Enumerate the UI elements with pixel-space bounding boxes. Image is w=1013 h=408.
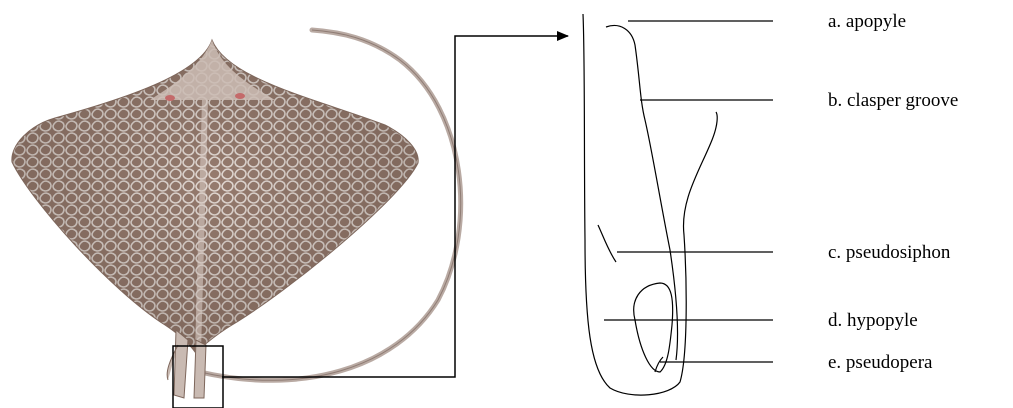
ray-eye-right [235, 93, 245, 99]
label-hypopyle: d. hypopyle [828, 310, 918, 331]
label-pseudosiphon: c. pseudosiphon [828, 242, 951, 263]
stingray-image [12, 30, 461, 408]
clasper-outline [583, 14, 717, 395]
label-clasper-groove: b. clasper groove [828, 90, 958, 111]
clasper-drawing [583, 14, 717, 395]
clasper-inner-fold [606, 26, 678, 360]
label-apopyle: a. apopyle [828, 11, 906, 32]
pseudosiphon-groove [598, 225, 616, 262]
hypopyle-loop [634, 283, 673, 372]
ray-eye-left [165, 95, 175, 101]
labels: a. apopyle b. clasper groove c. pseudosi… [828, 11, 958, 373]
leader-lines [604, 21, 773, 362]
label-pseudopera: e. pseudopera [828, 352, 933, 373]
